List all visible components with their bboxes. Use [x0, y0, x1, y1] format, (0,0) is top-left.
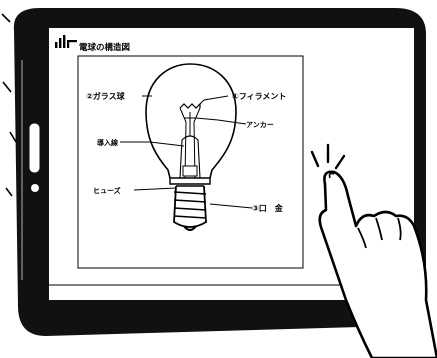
- label-filament: ①フィラメント: [232, 92, 286, 101]
- label-fuse: ヒューズ: [93, 186, 121, 195]
- motion-lines: [2, 14, 16, 196]
- label-lead-wire: 導入線: [97, 138, 118, 147]
- label-base: ③口 金: [252, 203, 284, 213]
- home-dot[interactable]: [31, 184, 39, 192]
- figure-title: 電球の構造図: [79, 42, 130, 53]
- label-anchor: アンカー: [246, 121, 274, 129]
- side-button[interactable]: [30, 124, 39, 172]
- label-glass-bulb: ②ガラス球: [86, 91, 126, 101]
